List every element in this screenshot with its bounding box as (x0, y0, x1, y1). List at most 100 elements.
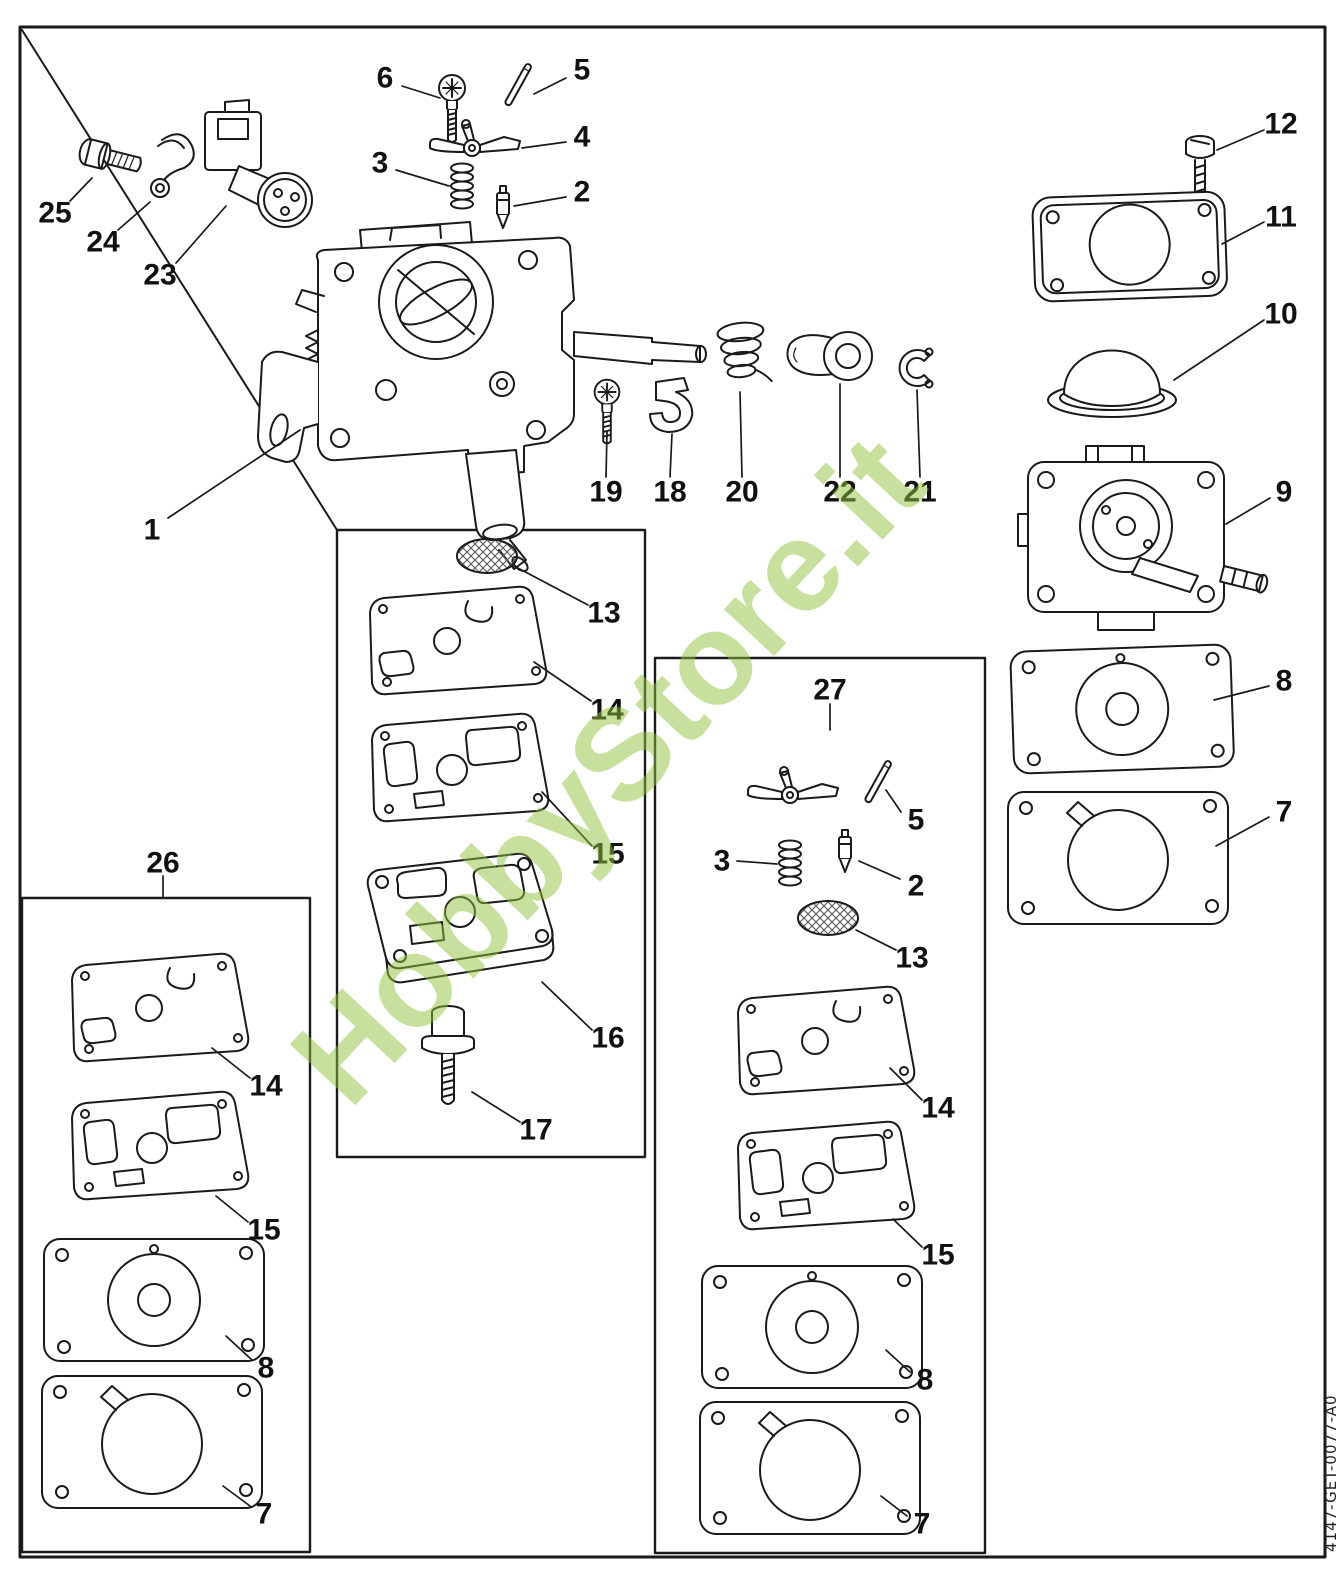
leader-line-14 (211, 1047, 251, 1079)
leader-line-23 (175, 205, 227, 264)
leader-line-8 (885, 1349, 911, 1373)
leader-line-25 (69, 177, 93, 202)
part-23-valve-block (204, 99, 313, 228)
part-8-diaphragm (43, 1238, 265, 1362)
frame-border (18, 25, 1327, 1559)
leader-line-15 (215, 1195, 249, 1223)
callout-20: 20 (725, 476, 758, 509)
part-2-inlet-needle (496, 185, 510, 229)
leader-line-2 (513, 196, 567, 207)
part-14-gasket (369, 585, 548, 696)
callout-13: 13 (587, 597, 620, 630)
leader-line-12 (1216, 129, 1265, 151)
callout-8: 8 (1276, 665, 1293, 698)
callout-14: 14 (921, 1092, 955, 1125)
part-4-metering-lever (429, 119, 521, 157)
part-4-metering-lever (747, 766, 839, 804)
leader-line-8 (1213, 685, 1270, 701)
callout-25: 25 (38, 197, 71, 230)
callout-7: 7 (256, 1498, 273, 1531)
leader-line-4 (521, 141, 567, 149)
callout-5: 5 (574, 54, 591, 87)
callout-6: 6 (377, 62, 394, 95)
callout-2: 2 (574, 176, 591, 209)
part-5-pin (503, 62, 533, 108)
part-3-spring (450, 162, 474, 210)
leader-line-1 (167, 429, 301, 519)
callout-7: 7 (914, 1508, 931, 1541)
part-7-gasket (41, 1375, 263, 1509)
leader-line-7 (222, 1485, 251, 1507)
leader-line-5 (533, 77, 567, 95)
callout-3: 3 (372, 147, 389, 180)
callout-7: 7 (1276, 796, 1293, 829)
callout-4: 4 (574, 121, 591, 154)
callout-22: 22 (823, 476, 856, 509)
part-18-bracket (649, 377, 694, 433)
part-13-screen (797, 900, 859, 936)
callout-8: 8 (258, 1352, 275, 1385)
part-8-diaphragm (1009, 643, 1236, 775)
part-21-e-clip (898, 347, 934, 389)
leader-line-8 (225, 1335, 253, 1361)
leader-line-3 (736, 860, 778, 865)
callout-23: 23 (143, 259, 176, 292)
callout-2: 2 (908, 870, 925, 903)
leader-line-9 (1225, 497, 1271, 525)
callout-24: 24 (86, 226, 120, 259)
callout-19: 19 (589, 476, 622, 509)
leader-line-17 (471, 1091, 521, 1123)
callout-15: 15 (921, 1239, 954, 1272)
callout-14: 14 (590, 694, 624, 727)
part-3-spring (778, 839, 802, 887)
leader-line-7 (880, 1495, 908, 1517)
leader-line-13 (855, 929, 897, 951)
part-5-pin (863, 759, 893, 805)
inset-box-27 (653, 656, 987, 1555)
part-2-inlet-needle (838, 829, 852, 873)
leader-line-2 (858, 860, 901, 880)
leader-line-21 (916, 389, 921, 478)
part-6-screw (438, 74, 466, 143)
callout-12: 12 (1264, 108, 1297, 141)
callout-9: 9 (1276, 476, 1293, 509)
callout-13: 13 (895, 942, 928, 975)
leader-line-10 (1173, 319, 1265, 381)
leader-line-7 (1215, 816, 1270, 847)
callout-1: 1 (144, 514, 161, 547)
callout-3: 3 (714, 845, 731, 878)
part-17-screw (420, 1005, 476, 1105)
part-24-clip (150, 133, 195, 198)
part-7-gasket (699, 1401, 921, 1535)
callout-27: 27 (813, 674, 846, 707)
callout-15: 15 (247, 1214, 280, 1247)
leader-line-18 (669, 433, 673, 478)
leader-line-3 (395, 169, 450, 187)
callout-14: 14 (249, 1070, 283, 1103)
part-13-screen (456, 538, 518, 574)
callout-18: 18 (653, 476, 686, 509)
part-8-diaphragm (701, 1265, 923, 1389)
leader-line-11 (1221, 221, 1265, 245)
part-14-gasket (737, 985, 916, 1096)
part-20-spring (716, 321, 773, 382)
callout-5: 5 (908, 804, 925, 837)
leader-line-15 (892, 1218, 923, 1248)
callout-15: 15 (591, 838, 624, 871)
leader-line-14 (889, 1067, 923, 1101)
leader-line-15 (541, 791, 593, 847)
part-15-plate (71, 1090, 250, 1201)
callout-11: 11 (1265, 201, 1297, 234)
leader-line-19 (605, 431, 608, 478)
leader-line-20 (739, 391, 743, 478)
callout-17: 17 (519, 1114, 552, 1147)
part-22-swivel (786, 331, 873, 381)
callout-16: 16 (591, 1022, 624, 1055)
document-code: 4147-GET-0077-A0 (1322, 1395, 1340, 1553)
inset-box-26 (20, 896, 312, 1554)
part-1-carburetor-body (257, 221, 707, 572)
leader-line-13 (513, 565, 589, 606)
part-11-primer-cover (1031, 190, 1228, 303)
